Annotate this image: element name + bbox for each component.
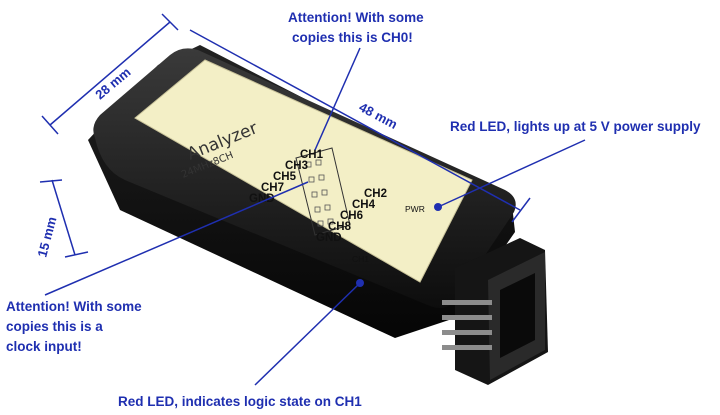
ch1-mark: CH1 bbox=[352, 254, 369, 264]
pin-label-right: CH8 bbox=[328, 221, 352, 233]
idc-connector bbox=[442, 238, 548, 385]
dimension-lines bbox=[39, 13, 531, 258]
pin-label-right: CH6 bbox=[340, 210, 363, 222]
device-label-sticker bbox=[134, 59, 473, 283]
pin-label-left: CH1 bbox=[300, 149, 324, 161]
top-note-line1: Attention! With some bbox=[288, 10, 424, 25]
pin-label-left: GND bbox=[249, 193, 275, 205]
pin-label-right: GND bbox=[316, 232, 342, 244]
left-note-line1: Attention! With some bbox=[6, 299, 142, 314]
pwr-mark: PWR bbox=[405, 204, 425, 214]
pin-label-left: CH7 bbox=[261, 182, 284, 194]
left-note-line2: copies this is a bbox=[6, 319, 103, 334]
pin-label-right: CH2 bbox=[364, 188, 387, 200]
pin-label-right: CH4 bbox=[352, 199, 376, 211]
left-note-line3: clock input! bbox=[6, 339, 82, 354]
top-note-line2: copies this is CH0! bbox=[292, 30, 413, 45]
ch1-led-note: Red LED, indicates logic state on CH1 bbox=[118, 394, 362, 409]
pin-header-diagram bbox=[295, 147, 351, 236]
callout-lines bbox=[44, 47, 586, 386]
pin-label-left: CH3 bbox=[285, 160, 308, 172]
pwr-led-note: Red LED, lights up at 5 V power supply bbox=[450, 119, 701, 134]
dimension-height: 15 mm bbox=[34, 215, 59, 259]
pin-label-left: CH5 bbox=[273, 171, 297, 183]
